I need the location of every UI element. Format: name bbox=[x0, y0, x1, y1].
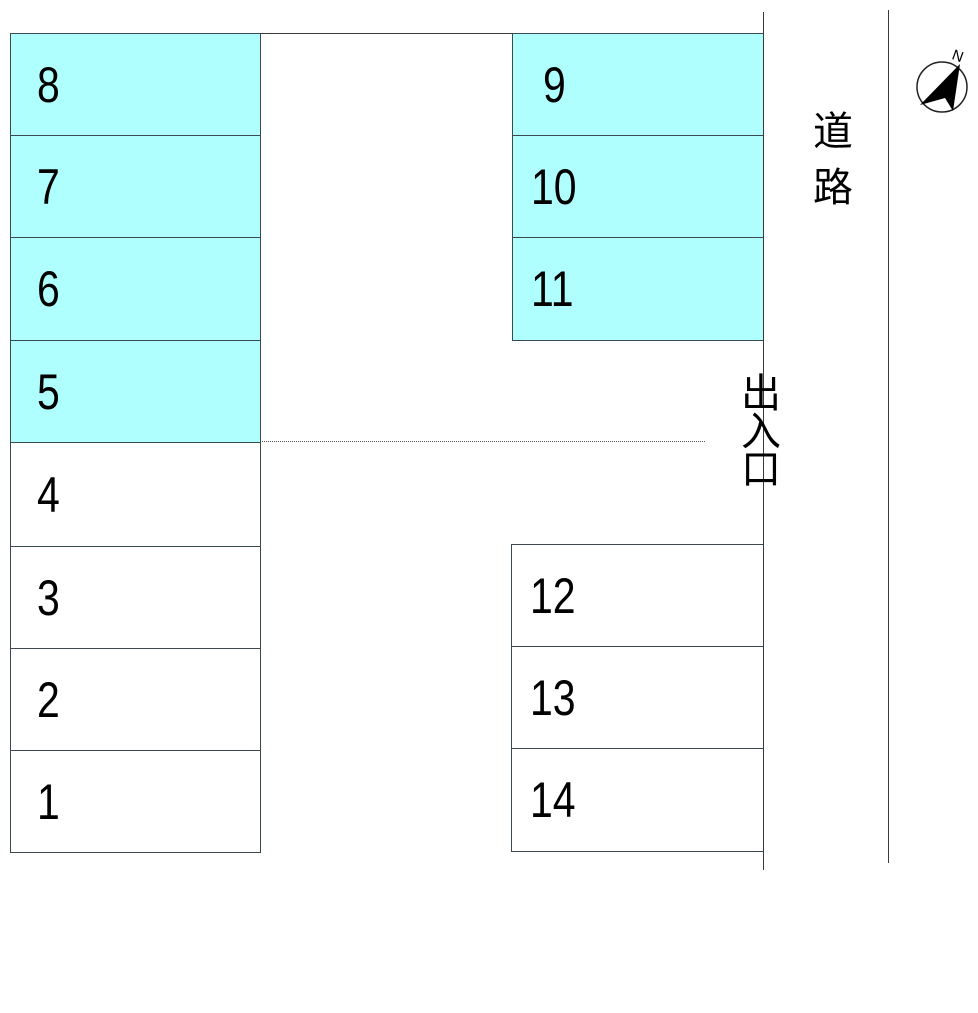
space-number: 1 bbox=[37, 773, 60, 830]
space-number: 8 bbox=[37, 56, 60, 113]
road-label: 道路 bbox=[806, 110, 852, 222]
space-number: 11 bbox=[531, 261, 574, 317]
space-number: 10 bbox=[531, 158, 577, 215]
parking-space-7[interactable]: 7 bbox=[10, 135, 261, 238]
space-number: 3 bbox=[37, 569, 60, 626]
parking-space-13[interactable]: 13 bbox=[511, 646, 764, 749]
space-number: 2 bbox=[37, 671, 60, 728]
space-number: 13 bbox=[530, 669, 576, 726]
entrance-dotted-line bbox=[262, 441, 705, 442]
space-number: 6 bbox=[37, 261, 60, 317]
space-number: 4 bbox=[37, 466, 60, 523]
parking-space-2[interactable]: 2 bbox=[10, 648, 261, 751]
parking-space-5[interactable]: 5 bbox=[10, 340, 261, 443]
space-number: 14 bbox=[530, 772, 576, 828]
parking-space-8[interactable]: 8 bbox=[10, 33, 261, 136]
space-number: 9 bbox=[543, 56, 566, 113]
parking-space-6[interactable]: 6 bbox=[10, 237, 261, 341]
lot-road-boundary bbox=[763, 12, 764, 870]
parking-space-12[interactable]: 12 bbox=[511, 544, 764, 647]
space-number: 7 bbox=[37, 158, 60, 215]
entrance-label: 出入口 bbox=[734, 372, 780, 486]
parking-space-1[interactable]: 1 bbox=[10, 750, 261, 853]
parking-space-11[interactable]: 11 bbox=[512, 237, 764, 341]
parking-space-9[interactable]: 9 bbox=[512, 33, 764, 136]
parking-space-14[interactable]: 14 bbox=[511, 748, 764, 852]
space-number: 5 bbox=[37, 363, 60, 420]
parking-space-3[interactable]: 3 bbox=[10, 546, 261, 649]
lot-top-boundary bbox=[260, 33, 513, 34]
north-label: N bbox=[950, 46, 966, 66]
space-number: 12 bbox=[530, 567, 576, 624]
north-arrow-icon: N bbox=[912, 45, 974, 117]
road-far-edge bbox=[888, 10, 889, 863]
parking-space-10[interactable]: 10 bbox=[512, 135, 764, 238]
parking-space-4[interactable]: 4 bbox=[10, 442, 261, 547]
